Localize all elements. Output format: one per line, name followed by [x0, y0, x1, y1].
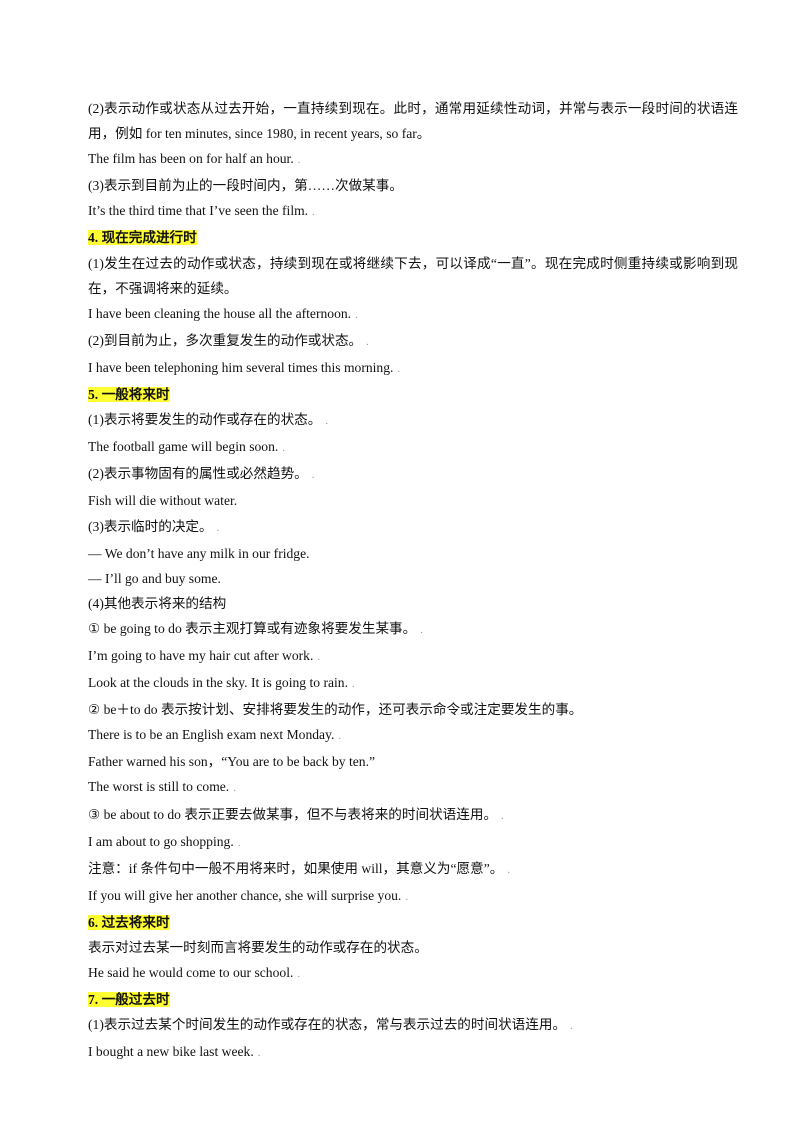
paragraph-mark: .	[216, 521, 220, 534]
text-line-25: The worst is still to come..	[88, 779, 236, 795]
paragraph-mark: .	[317, 650, 321, 663]
text-line-11: (1)表示将要发生的动作或存在的状态。.	[88, 412, 329, 428]
section-heading-4: 4. 现在完成进行时	[88, 230, 197, 246]
text-line-34: (1)表示过去某个时间发生的动作或存在的状态，常与表示过去的时间状语连用。.	[88, 1017, 573, 1033]
paragraph-mark: .	[297, 968, 301, 981]
text-line-29: If you will give her another chance, she…	[88, 887, 409, 903]
paragraph-mark: .	[352, 678, 355, 691]
text-line-23: There is to be an English exam next Mond…	[88, 727, 342, 743]
text-line-13: (2)表示事物固有的属性或必然趋势。.	[88, 466, 315, 482]
text-line-20: I’m going to have my hair cut after work…	[88, 647, 321, 663]
paragraph-mark: .	[397, 362, 401, 375]
text-line-26: ③ be about to do 表示正要去做某事，但不与表将来的时间状语连用。…	[88, 806, 504, 822]
text-line-4: It’s the third time that I’ve seen the f…	[88, 203, 315, 219]
paragraph-mark: .	[507, 863, 511, 876]
text-line-6: (1)发生在过去的动作或状态，持续到现在或将继续下去，可以译成“一直”。现在完成…	[88, 255, 738, 296]
text-line-17: — I’ll go and buy some.	[88, 570, 221, 586]
paragraph-mark: .	[311, 469, 315, 482]
section-heading-5: 5. 一般将来时	[88, 387, 170, 403]
text-line-9: I have been telephoning him several time…	[88, 359, 401, 375]
text-line-8: (2)到目前为止，多次重复发生的动作或状态。.	[88, 332, 369, 348]
text-line-31: 表示对过去某一时刻而言将要发生的动作或存在的状态。	[88, 940, 428, 955]
paragraph-mark: .	[501, 809, 504, 822]
text-line-28: 注意：if 条件句中一般不用将来时，如果使用 will，其意义为“愿意”。.	[88, 860, 511, 876]
text-line-2: The film has been on for half an hour..	[88, 151, 301, 167]
text-line-1: (2)表示动作或状态从过去开始，一直持续到现在。此时，通常用延续性动词，并常与表…	[88, 101, 738, 142]
paragraph-mark: .	[312, 206, 315, 219]
text-line-27: I am about to go shopping..	[88, 833, 241, 849]
text-line-18: (4)其他表示将来的结构	[88, 595, 227, 611]
paragraph-mark: .	[233, 782, 236, 795]
paragraph-mark: .	[257, 1047, 261, 1060]
text-line-24: Father warned his son，“You are to be bac…	[88, 754, 376, 770]
paragraph-mark: .	[325, 415, 329, 428]
text-line-3: (3)表示到目前为止的一段时间内，第……次做某事。	[88, 178, 403, 194]
text-line-12: The football game will begin soon..	[88, 439, 286, 455]
section-heading-7: 7. 一般过去时	[88, 992, 170, 1008]
text-line-16: — We don’t have any milk in our fridge.	[88, 545, 310, 561]
text-line-32: He said he would come to our school..	[88, 965, 301, 981]
paragraph-mark: .	[366, 335, 369, 348]
paragraph-mark: .	[355, 308, 358, 321]
paragraph-mark: .	[282, 442, 286, 455]
text-line-35: I bought a new bike last week..	[88, 1044, 261, 1060]
paragraph-mark: .	[420, 623, 423, 636]
paragraph-mark: .	[297, 154, 301, 167]
text-line-14: Fish will die without water.	[88, 493, 238, 509]
text-line-21: Look at the clouds in the sky. It is goi…	[88, 675, 355, 691]
paragraph-mark: .	[237, 836, 241, 849]
section-heading-6: 6. 过去将来时	[88, 914, 170, 930]
document-page: (2)表示动作或状态从过去开始，一直持续到现在。此时，通常用延续性动词，并常与表…	[88, 96, 738, 1066]
paragraph-mark: .	[405, 890, 409, 903]
text-line-7: I have been cleaning the house all the a…	[88, 305, 358, 321]
paragraph-mark: .	[338, 730, 342, 743]
text-line-19: ① be going to do 表示主观打算或有迹象将要发生某事。.	[88, 620, 423, 636]
paragraph-mark: .	[570, 1020, 573, 1033]
text-line-22: ② be＋to do 表示按计划、安排将要发生的动作，还可表示命令或注定要发生的…	[88, 702, 583, 718]
text-line-15: (3)表示临时的决定。.	[88, 518, 220, 534]
